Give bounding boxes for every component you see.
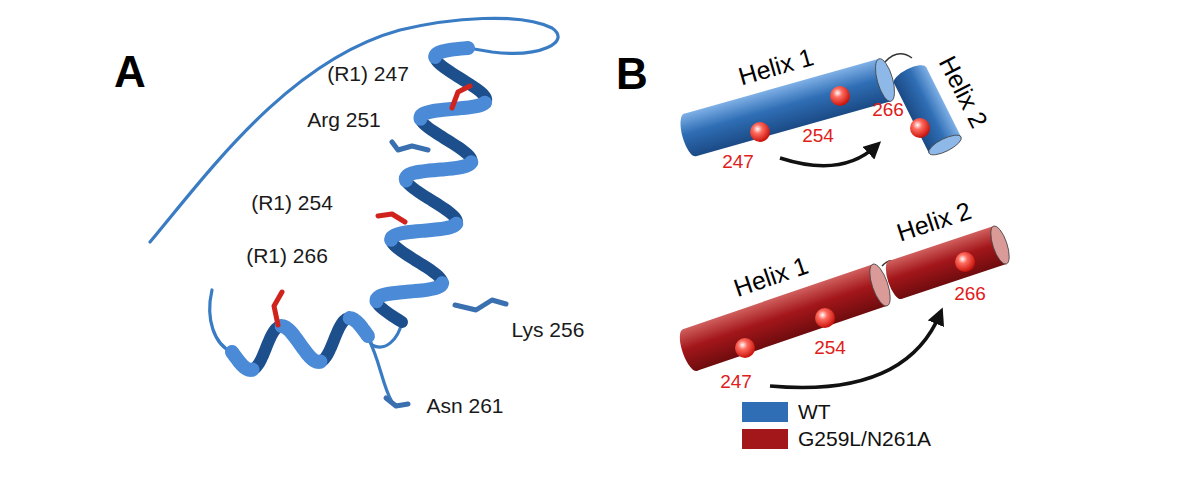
curved-arrow [780,146,876,166]
helix-ribbon [435,48,468,57]
side-chain [378,214,405,222]
spin-label-sphere [735,338,755,358]
legend-swatch [742,402,788,422]
residue-number: 266 [872,100,904,121]
helix-ribbon-back [320,318,349,362]
legend-row: G259L/N261A [742,425,931,452]
helix-ribbon-back [252,326,281,370]
spin-label-sphere [955,252,975,272]
helix-linker [885,54,912,62]
residue-label: Asn 261 [426,394,503,417]
side-chain [455,300,506,310]
residue-label: (R1) 247 [327,62,409,85]
spin-label-sphere [750,122,770,142]
residue-label: (R1) 254 [251,191,333,214]
helix-ribbon-back [406,180,457,224]
side-chain [392,142,428,150]
helix-ribbon [391,224,456,240]
helix-ribbon [232,352,252,370]
side-chain [452,86,470,108]
legend-text: WT [798,400,831,424]
residue-number: 247 [722,152,754,173]
side-chain [274,292,282,325]
loop-coil [210,290,232,352]
panel-letter: A [114,48,146,96]
spin-label-sphere [910,118,930,138]
legend-text: G259L/N261A [798,427,931,451]
residue-number: 266 [954,284,986,305]
cylinder-face [926,131,964,158]
helix-ribbon [282,326,321,362]
loop-coil [150,18,558,242]
helix-ribbon-back [435,57,486,103]
side-chain [386,398,408,406]
residue-label: Lys 256 [512,318,585,341]
panel-letter: B [616,50,648,98]
helix-ribbon [406,162,472,180]
helix-ribbon-back [420,118,471,162]
residue-label: Arg 251 [307,108,381,131]
helix-ribbon [350,318,368,336]
helix-ribbon-back [391,239,442,283]
residue-number: 254 [814,338,846,359]
protein-cartoon [150,18,558,406]
legend-row: WT [742,398,931,425]
loop-coil [368,338,392,402]
legend: WT G259L/N261A [742,398,931,452]
cylinder-face [987,224,1013,266]
residue-number: 247 [720,372,752,393]
residue-number: 254 [802,126,834,147]
curved-arrow [770,314,940,388]
helix-ribbon [376,283,442,301]
spin-label-sphere [830,86,850,106]
legend-swatch [742,429,788,449]
spin-label-sphere [815,308,835,328]
residue-label: (R1) 266 [246,244,328,267]
